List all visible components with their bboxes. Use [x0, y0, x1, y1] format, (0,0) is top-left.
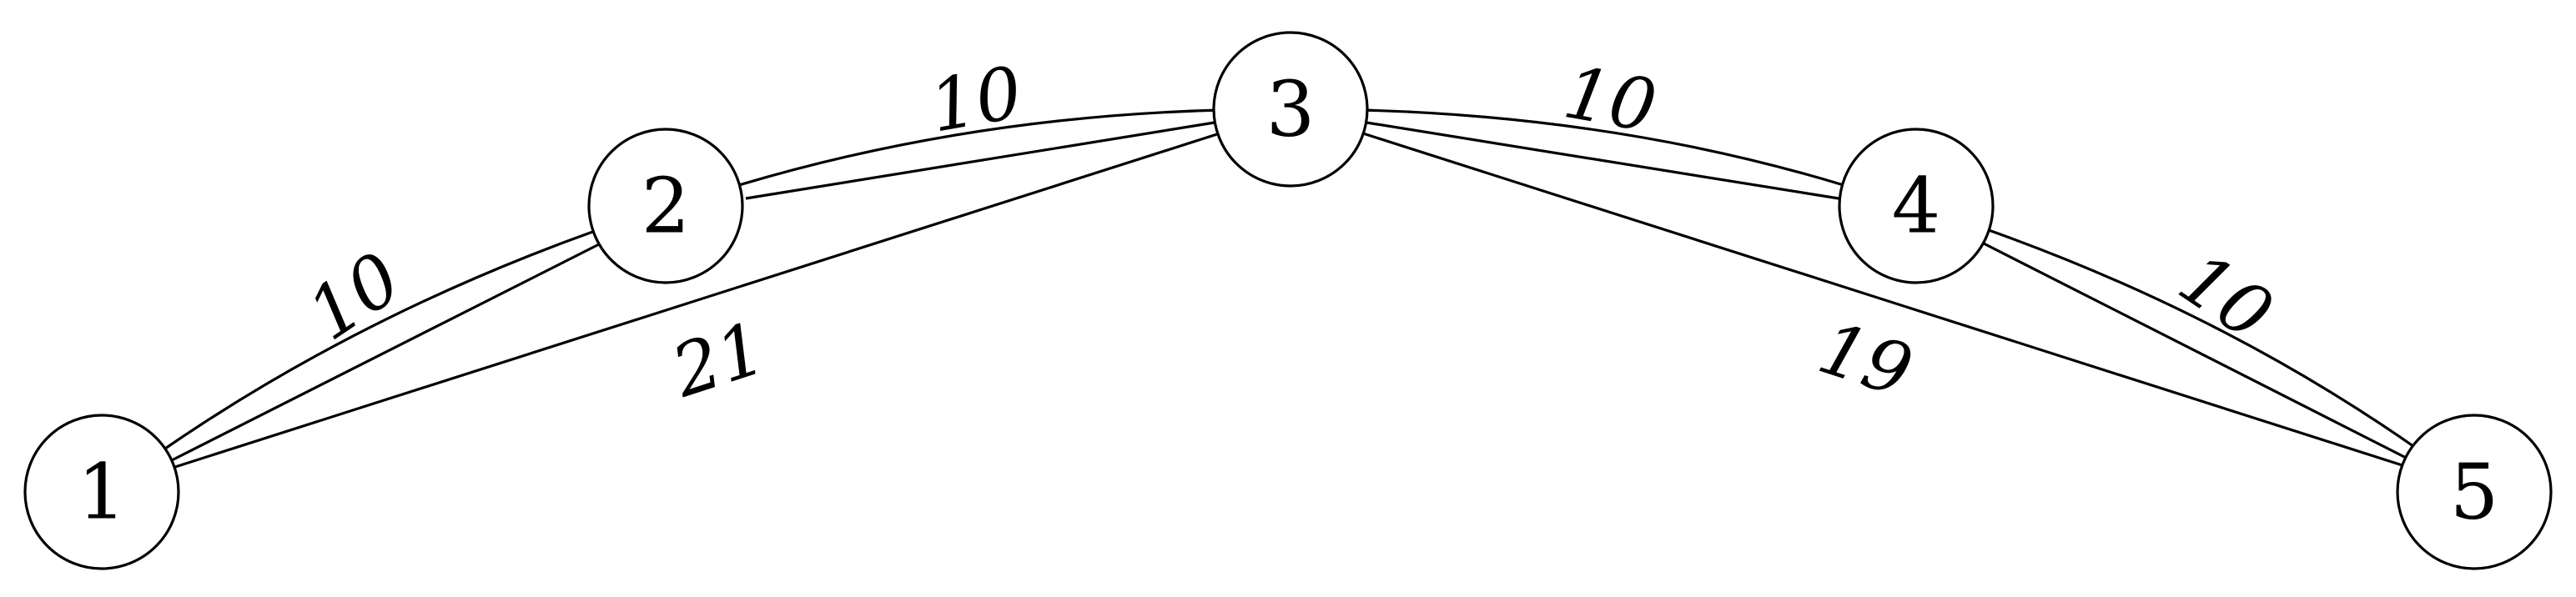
- node-3: 3: [1212, 31, 1369, 188]
- edge-4-5-curved: [1988, 228, 2420, 452]
- node-3-label: 3: [1266, 65, 1316, 154]
- edge-label-3-4: 10: [1557, 51, 1662, 148]
- node-2: 2: [587, 128, 744, 284]
- node-4-label: 4: [1892, 162, 1941, 251]
- edge-1-2-straight: [164, 242, 601, 465]
- edge-3-4-straight: [1361, 120, 1839, 200]
- node-2-circle: [587, 128, 744, 284]
- node-1-circle: [23, 414, 180, 570]
- edge-2-3-straight: [745, 120, 1220, 200]
- node-5: 5: [2396, 414, 2553, 570]
- edge-1-3: [174, 132, 1220, 469]
- nodes-group: 1 2 3 4 5: [23, 31, 2553, 570]
- node-2-label: 2: [641, 162, 691, 251]
- edges-group: [162, 108, 2420, 469]
- node-4-circle: [1838, 128, 1995, 284]
- edge-3-4-curved: [1361, 108, 1844, 187]
- edge-4-5-straight: [1983, 242, 2418, 465]
- node-5-circle: [2396, 414, 2553, 570]
- node-1-label: 1: [78, 448, 127, 537]
- edge-label-2-3: 10: [923, 51, 1028, 148]
- node-1: 1: [23, 414, 180, 570]
- edge-label-3-5: 19: [1809, 307, 1922, 414]
- node-3-circle: [1212, 31, 1369, 188]
- edge-1-2-curved: [162, 228, 598, 452]
- edge-label-1-3: 21: [662, 307, 776, 414]
- edge-3-5: [1362, 132, 2408, 469]
- node-4: 4: [1838, 128, 1995, 284]
- edge-2-3-curved: [738, 108, 1220, 187]
- edge-label-1-2: 10: [294, 237, 416, 357]
- node-5-label: 5: [2450, 448, 2499, 537]
- edge-label-4-5: 10: [2165, 237, 2287, 357]
